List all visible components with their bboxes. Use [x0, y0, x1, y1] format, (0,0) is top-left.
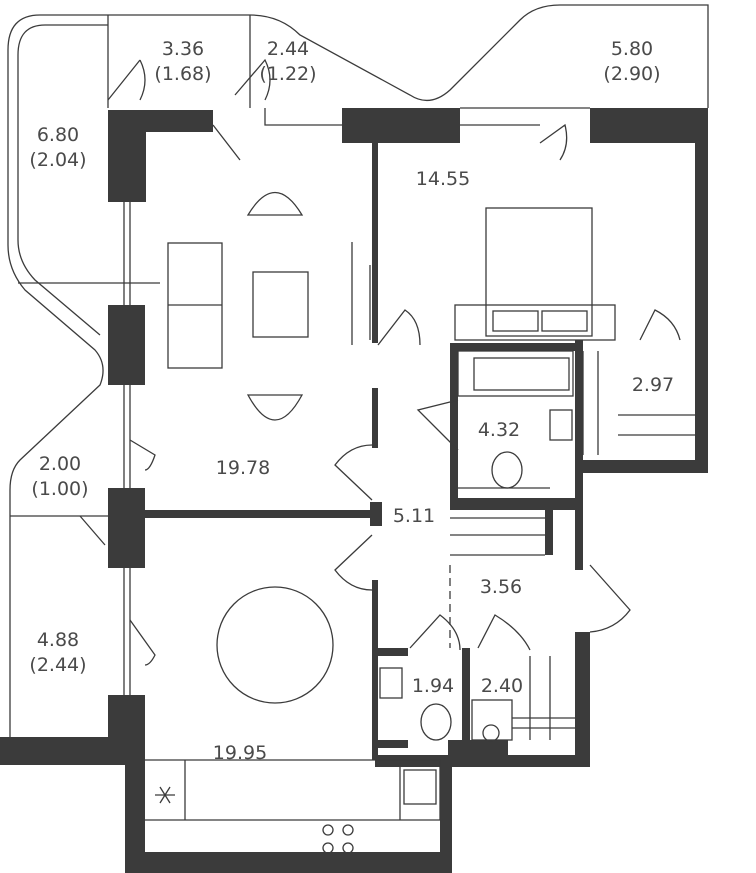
area: 2.44	[266, 38, 310, 60]
reduced-area: (2.90)	[603, 63, 661, 85]
dining-table	[216, 586, 334, 704]
walls	[0, 108, 708, 873]
coffee-table	[252, 271, 309, 338]
reduced-area: (2.44)	[29, 654, 87, 676]
room-label-balcony-left-lower: 4.88 (2.44)	[29, 628, 86, 678]
area: 5.11	[392, 505, 436, 527]
room-label-kitchen-dining: 19.95	[213, 741, 267, 766]
room-label-entrance: 3.56	[480, 575, 522, 600]
kitchen-counter	[145, 759, 441, 821]
washing-machine	[471, 699, 513, 741]
room-label-balcony-top-left: 3.36 (1.68)	[154, 37, 211, 87]
area: 2.40	[480, 675, 524, 697]
area: 2.00	[38, 453, 82, 475]
room-label-balcony-left-mid: 2.00 (1.00)	[31, 452, 88, 502]
balcony-outline-top	[108, 4, 709, 108]
doors	[79, 58, 681, 666]
room-label-wardrobe: 2.97	[632, 373, 674, 398]
room-label-bathroom: 4.32	[478, 418, 520, 443]
balcony-outline-top-inner	[107, 15, 590, 126]
windows	[123, 202, 371, 695]
bed	[485, 207, 593, 337]
furniture	[145, 191, 695, 854]
reduced-area: (1.00)	[31, 478, 89, 500]
area: 14.55	[415, 168, 471, 190]
room-label-balcony-top-right: 5.80 (2.90)	[603, 37, 660, 87]
sink	[379, 667, 403, 699]
armchair	[246, 394, 304, 421]
area: 4.88	[36, 629, 80, 651]
room-label-living-room: 19.78	[216, 456, 270, 481]
reduced-area: (1.22)	[259, 63, 317, 85]
reduced-area: (2.04)	[29, 149, 87, 171]
sink	[549, 409, 573, 441]
balcony-outline-left	[7, 14, 108, 737]
area: 2.97	[631, 374, 675, 396]
room-label-balcony-top-mid: 2.44 (1.22)	[259, 37, 316, 87]
area: 3.36	[161, 38, 205, 60]
area: 19.78	[215, 457, 271, 479]
reduced-area: (1.68)	[154, 63, 212, 85]
balcony-outline-left-inner	[17, 24, 108, 336]
armchair	[246, 191, 304, 216]
room-label-hallway: 5.11	[393, 504, 435, 529]
bathtub	[457, 350, 574, 397]
area: 5.80	[610, 38, 654, 60]
room-label-laundry: 2.40	[481, 674, 523, 699]
area: 19.95	[212, 742, 268, 764]
area: 4.32	[477, 419, 521, 441]
toilet-bowl	[420, 703, 452, 741]
area: 3.56	[479, 576, 523, 598]
room-label-balcony-left-upper: 6.80 (2.04)	[29, 123, 86, 173]
toilet-bowl	[491, 451, 523, 489]
area: 1.94	[411, 675, 455, 697]
area: 6.80	[36, 124, 80, 146]
room-label-toilet: 1.94	[412, 674, 454, 699]
room-label-bedroom: 14.55	[416, 167, 470, 192]
